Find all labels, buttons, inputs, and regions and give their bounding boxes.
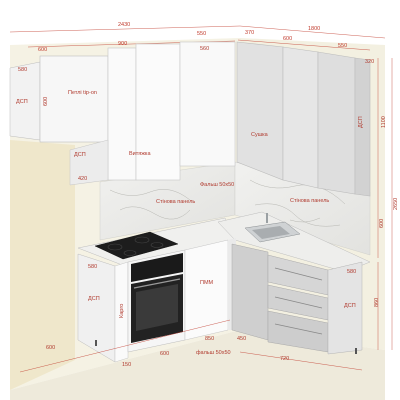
dim-600-top: 600 <box>38 47 47 53</box>
cooktop <box>94 231 179 260</box>
drawer-handles <box>274 267 323 335</box>
label-sushka: Сушка <box>251 132 269 138</box>
lower-left-front-strip <box>114 261 129 363</box>
label-depth-420: 420 <box>78 176 87 182</box>
plinth-legs <box>95 340 357 354</box>
label-depth-580-right: 580 <box>347 269 356 275</box>
label-falsh-panel: Фальш 50х50 <box>200 182 234 188</box>
upper-right-side <box>354 57 371 197</box>
dim-total-right: 1800 <box>308 26 320 32</box>
label-depth-580: 580 <box>18 67 27 73</box>
dim-900-top: 900 <box>118 41 127 47</box>
label-height-1100: 1100 <box>381 116 387 128</box>
label-depth-580-left: 580 <box>88 264 97 270</box>
label-pmm: ПММ <box>200 280 214 286</box>
label-height-600: 600 <box>43 97 49 106</box>
dim-370-top: 370 <box>245 30 254 36</box>
floor <box>10 330 385 400</box>
label-depth-320: 320 <box>365 59 374 65</box>
lower-right-side <box>327 261 363 355</box>
dim-550-top: 550 <box>197 31 206 37</box>
dim-total-left: 2430 <box>118 22 130 28</box>
label-height-860: 860 <box>374 298 380 307</box>
sink-faucet <box>266 213 268 223</box>
label-dsp-right: ДСП <box>358 116 364 128</box>
label-height-2650: 2650 <box>393 198 399 210</box>
label-wall-panel-right: Стінова панель <box>290 198 329 204</box>
label-vytyazhka: Витяжка <box>129 151 151 157</box>
oven-panel <box>131 253 183 282</box>
oven-handle <box>133 278 181 289</box>
label-depth-560: 560 <box>200 46 209 52</box>
dim-550b-top: 550 <box>338 43 347 49</box>
label-dim-600-floor: 600 <box>46 345 55 351</box>
label-height-600-right: 600 <box>379 219 385 228</box>
right-dimension-lines <box>19 58 393 373</box>
label-dim-600: 600 <box>160 351 169 357</box>
label-dsp-mid: ДСП <box>74 152 86 158</box>
marble-veins <box>109 179 346 227</box>
label-dim-720: 720 <box>280 356 289 362</box>
label-wall-panel-left: Стінова панель <box>156 199 195 205</box>
oven-glass <box>136 284 178 331</box>
sink-basin <box>252 226 290 239</box>
label-karho: Карго <box>119 304 125 318</box>
label-dsp-lower-left: ДСП <box>88 296 100 302</box>
cooktop-burners <box>107 236 164 256</box>
label-dsp-left: ДСП <box>16 99 28 105</box>
label-dim-850: 850 <box>205 336 214 342</box>
label-falsh-bottom: фальш 50х50 <box>196 350 231 356</box>
label-dim-150: 150 <box>122 362 131 368</box>
upper-left-side-panel <box>69 139 109 186</box>
label-loops: Петлі tip-on <box>68 90 97 96</box>
left-wall-shadow <box>10 140 75 390</box>
upper-left-cabinet <box>39 55 109 143</box>
upper-tall-right <box>179 41 236 167</box>
dim-600b-top: 600 <box>283 36 292 42</box>
label-dim-450: 450 <box>237 336 246 342</box>
label-dsp-lower-right: ДСП <box>344 303 356 309</box>
